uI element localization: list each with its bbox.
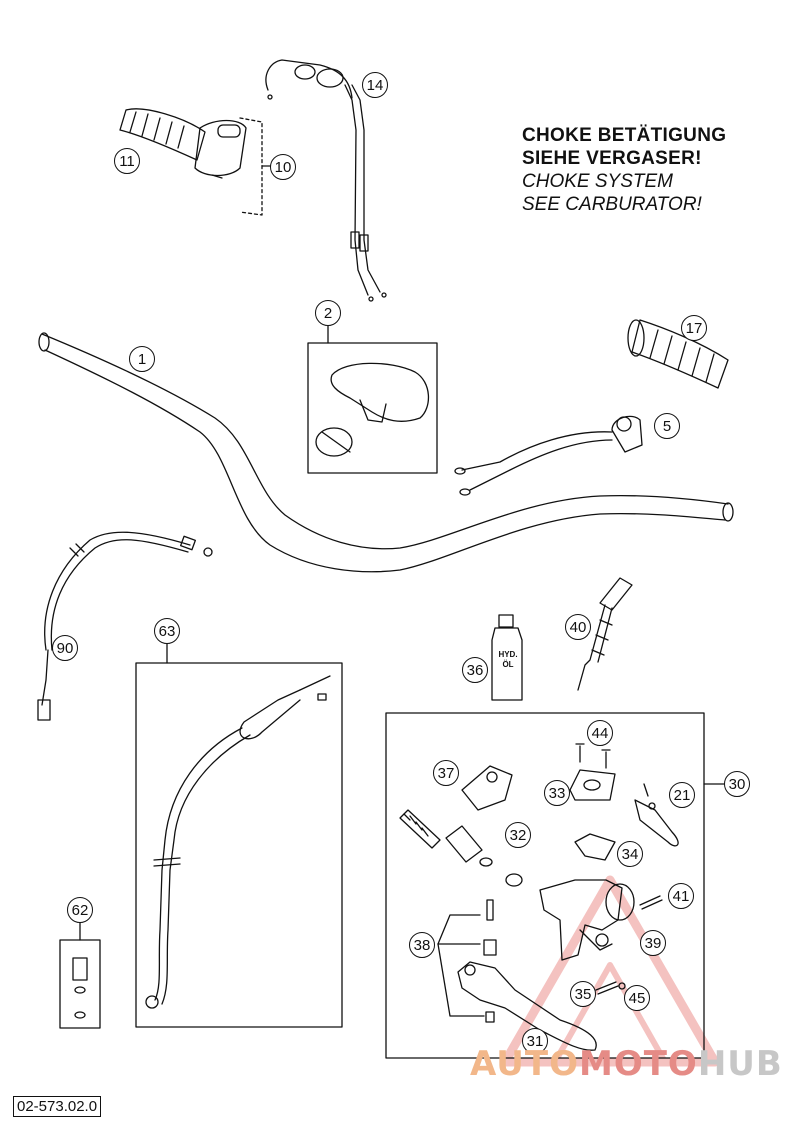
reservoir-cover <box>569 743 616 801</box>
callout-11: 11 <box>114 148 140 174</box>
small-nut-45 <box>618 982 626 990</box>
callout-10: 10 <box>270 154 296 180</box>
watermark-part-2: MOTO <box>578 1044 698 1084</box>
callout-63: 63 <box>154 618 180 644</box>
note-line-3: CHOKE SYSTEM <box>522 171 673 192</box>
lever-21 <box>634 783 679 847</box>
watermark-part-1: AUTO <box>470 1044 579 1084</box>
bottle-label: HYD. ÖL <box>498 650 518 669</box>
callout-1: 1 <box>129 346 155 372</box>
callout-45: 45 <box>624 985 650 1011</box>
clutch-cable <box>37 531 213 721</box>
callout-14: 14 <box>362 72 388 98</box>
pivot-bolt-set <box>437 899 497 1023</box>
left-grip <box>627 319 729 389</box>
clamp <box>461 765 513 811</box>
watermark-logo: AUTOMOTOHUB <box>470 1044 783 1084</box>
oil-bottle <box>491 614 523 701</box>
callout-39: 39 <box>640 930 666 956</box>
callout-36: 36 <box>462 657 488 683</box>
callout-21: 21 <box>669 782 695 808</box>
piston-spring <box>399 809 523 887</box>
master-cylinder-body <box>539 879 635 961</box>
diaphragm <box>574 833 616 861</box>
callout-33: 33 <box>544 780 570 806</box>
callout-38: 38 <box>409 932 435 958</box>
choke-note: CHOKE BETÄTIGUNG SIEHE VERGASER! CHOKE S… <box>522 124 726 216</box>
small-parts-box-62 <box>59 939 101 1029</box>
note-line-2: SIEHE VERGASER! <box>522 148 702 169</box>
callout-62: 62 <box>67 897 93 923</box>
note-line-1: CHOKE BETÄTIGUNG <box>522 125 727 146</box>
small-pin-35 <box>595 981 619 995</box>
callout-35: 35 <box>570 981 596 1007</box>
callout-44: 44 <box>587 720 613 746</box>
callout-37: 37 <box>433 760 459 786</box>
screw-41 <box>639 895 663 910</box>
bar-pad-box <box>307 342 438 474</box>
callout-41: 41 <box>668 883 694 909</box>
callout-31: 31 <box>522 1028 548 1054</box>
callout-2: 2 <box>315 300 341 326</box>
master-cylinder-box-30 <box>385 712 705 1059</box>
callout-90: 90 <box>52 635 78 661</box>
watermark-triangle <box>500 875 720 1067</box>
callout-30: 30 <box>724 771 750 797</box>
callout-40: 40 <box>565 614 591 640</box>
callout-34: 34 <box>617 841 643 867</box>
throttle-cables <box>265 59 387 302</box>
callout-5: 5 <box>654 413 680 439</box>
callout-17: 17 <box>681 315 707 341</box>
document-id: 02-573.02.0 <box>13 1096 102 1117</box>
kill-switch <box>454 415 643 496</box>
syringe <box>577 577 633 691</box>
handlebar <box>38 332 734 573</box>
callout-32: 32 <box>505 822 531 848</box>
watermark-part-3: HUB <box>697 1044 783 1084</box>
note-line-4: SEE CARBURATOR! <box>522 194 702 215</box>
cable-box-63 <box>135 662 343 1028</box>
throttle-grip <box>119 108 247 179</box>
